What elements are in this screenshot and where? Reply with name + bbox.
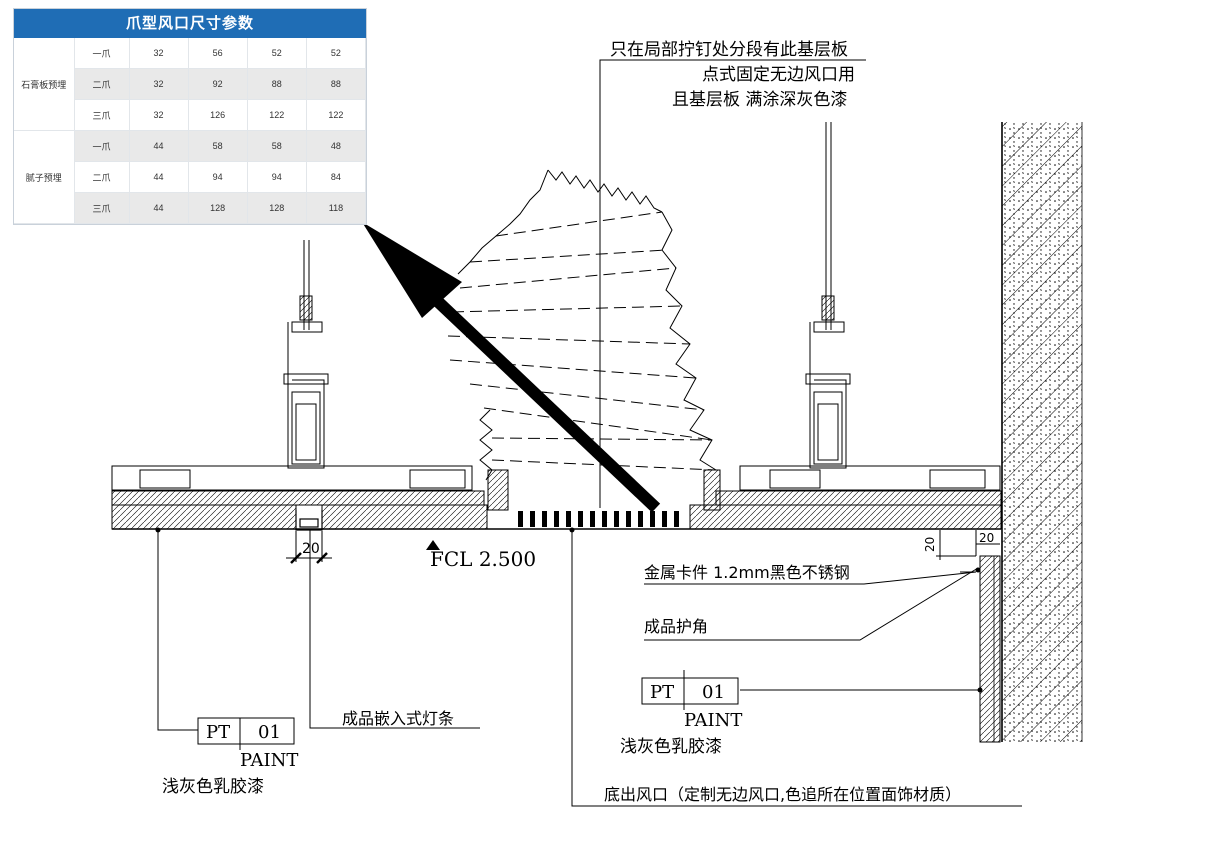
claw-label: 三爪 [74,99,130,131]
paint-tag-number: 01 [258,722,281,743]
paint-tag-right: PT 01 PAINT 浅灰色乳胶漆 [620,670,742,757]
claw-label: 二爪 [74,161,130,193]
group-label: 腻子预埋 [14,130,75,224]
fcl-label: FCL 2.500 [430,547,536,571]
table-cell: 52 [306,38,367,69]
table-cell: 118 [306,192,367,224]
table-row: 二爪 32 92 88 88 [14,68,367,100]
paint-tag-label: PAINT [240,750,298,771]
table-cell: 92 [188,68,248,100]
table-cell: 126 [188,99,248,131]
wall-lining [979,555,1001,743]
paint-tag-desc: 浅灰色乳胶漆 [162,777,264,797]
slot-dimension [286,531,332,564]
metal-clip-note: 金属卡件 1.2mm黑色不锈钢 [644,563,850,582]
claw-label: 二爪 [74,68,130,100]
spec-table: 爪型风口尺寸参数 石膏板预埋 一爪 32 56 52 52 二爪 32 92 8… [13,8,367,225]
air-outlet-grille [518,511,679,527]
table-cell: 122 [306,99,367,131]
paint-tag-number: 01 [702,682,725,703]
table-cell: 128 [247,192,307,224]
table-cell: 58 [247,130,307,162]
table-cell: 56 [188,38,248,69]
table-cell: 32 [129,99,189,131]
edge-dimension-vertical: 20 [923,537,937,552]
leader-lines [157,59,1022,807]
direction-arrow [362,222,661,513]
paint-tag-desc: 浅灰色乳胶漆 [620,737,722,757]
spec-table-title: 爪型风口尺寸参数 [14,9,366,38]
claw-label: 一爪 [74,130,130,162]
claw-label: 三爪 [74,192,130,224]
table-cell: 48 [306,130,367,162]
table-row: 三爪 32 126 122 122 [14,99,367,131]
ceiling-board-layers [111,490,1002,530]
air-outlet-note: 底出风口（定制无边风口,色追所在位置面饰材质） [604,785,961,804]
table-cell: 94 [188,161,248,193]
table-row: 三爪 44 128 128 118 [14,192,367,224]
table-cell: 122 [247,99,307,131]
corner-guard-note: 成品护角 [644,617,708,636]
table-row: 石膏板预埋 一爪 32 56 52 52 [14,38,367,131]
paint-tag-code: PT [206,722,230,743]
table-cell: 84 [306,161,367,193]
table-cell: 44 [129,192,189,224]
table-cell: 52 [247,38,307,69]
fcl-triangle-icon [426,540,440,550]
group-label: 石膏板预埋 [14,38,75,131]
light-strip-note: 成品嵌入式灯条 [342,709,454,728]
concrete-wall [1001,122,1083,742]
table-row: 二爪 44 94 94 84 [14,161,367,193]
hanger-left [283,240,329,469]
base-board-note-3: 且基层板 满涂深灰色漆 [672,90,847,110]
table-cell: 128 [188,192,248,224]
table-cell: 44 [129,130,189,162]
base-board-note-2: 点式固定无边风口用 [702,65,855,85]
table-cell: 88 [247,68,307,100]
light-strip [295,510,323,531]
edge-dimension [936,530,1000,560]
hanger-right [805,122,851,469]
table-cell: 32 [129,68,189,100]
base-board-note-1: 只在局部拧钉处分段有此基层板 [610,40,848,60]
table-cell: 58 [188,130,248,162]
paint-tag-label: PAINT [684,710,742,731]
table-row: 腻子预埋 一爪 44 58 58 48 [14,130,367,224]
table-cell: 88 [306,68,367,100]
ceiling-joists [111,465,1001,491]
paint-tag-code: PT [650,682,674,703]
table-cell: 94 [247,161,307,193]
paint-tag-left: PT 01 PAINT 浅灰色乳胶漆 [162,717,298,797]
claw-label: 一爪 [74,38,130,69]
table-cell: 44 [129,161,189,193]
edge-dimension-horizontal: 20 [979,531,994,545]
slot-dimension-value: 20 [302,541,320,557]
table-cell: 32 [129,38,189,69]
spec-table-grid: 石膏板预埋 一爪 32 56 52 52 二爪 32 92 88 88 三爪 3… [14,38,367,224]
